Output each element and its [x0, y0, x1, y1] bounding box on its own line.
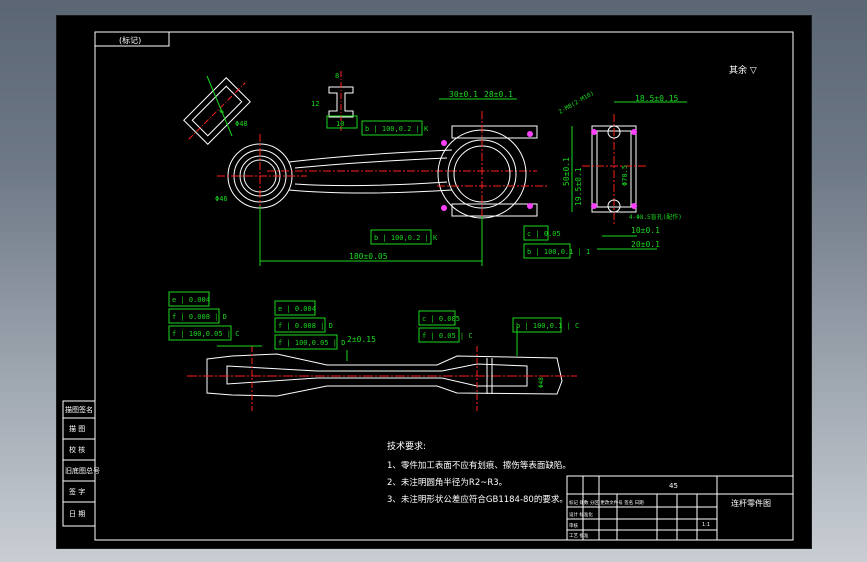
tech-title: 技术要求: — [387, 440, 426, 452]
fcf-mr-0: c | 0.005 — [422, 315, 460, 323]
title-row-0: 标记 处数 分区 更改文件号 签名 日期 — [569, 499, 644, 506]
fcf-mid-1: f | 0.008 | D — [278, 322, 333, 330]
drawing-sheet: (标记) 其余 ▽ Φ 10 8 12 — [56, 15, 812, 549]
rod-section-view: Φ — [183, 75, 251, 145]
lower-fcf-left: e | 0.004 f | 0.008 | D f | 100,0.05 | C — [168, 291, 239, 341]
dim-phi48b: Φ48 — [538, 377, 545, 388]
fcf-left-2: f | 100,0.05 | C — [172, 330, 239, 338]
side-label-column: 描图签名 描 图 校 核 旧底图总号 签 字 日 期 — [62, 400, 100, 527]
svg-text:12: 12 — [311, 100, 319, 108]
dim-10: 10±0.1 — [631, 226, 660, 235]
drawing-border — [94, 31, 794, 541]
title-block: 45 连杆零件图 标记 处数 分区 更改文件号 签名 日期 设计 标准化 审核 … — [566, 475, 794, 541]
title-row-1: 设计 标准化 — [569, 511, 593, 518]
dim-28: 28±0.1 — [484, 90, 513, 99]
lower-fcf-midright: c | 0.005 f | 0.05 | C b | 100,0.1 | C — [418, 310, 579, 343]
fcf-right2: b | 100,0.1 | 1 — [527, 248, 590, 256]
dim-50: 50±0.1 — [562, 157, 571, 186]
tech-item-3: 3、未注明形状公差应符合GB1184-80的要求。 — [387, 494, 568, 505]
fcf-right1: c | 0.05 — [527, 230, 561, 238]
dim-30: 30±0.1 — [449, 90, 478, 99]
fcf-mid-2: f | 100,0.05 | D — [278, 339, 345, 347]
lower-fcf-mid: e | 0.004 f | 0.008 | D f | 100,0.05 | D — [274, 300, 345, 350]
title-tag: (标记) — [119, 35, 141, 45]
fcf-left-1: f | 0.008 | D — [172, 313, 227, 321]
cad-drawing-canvas: (标记) 其余 ▽ Φ 10 8 12 — [57, 16, 811, 548]
center-distance-dim: 180±0.05 — [349, 252, 388, 261]
title-row-2: 审核 — [569, 522, 578, 529]
dim-phi46: Φ46 — [215, 195, 228, 203]
svg-text:10: 10 — [336, 120, 344, 128]
fcf-rr: b | 100,0.1 | C — [516, 322, 579, 330]
side-label-2: 校 核 — [69, 445, 85, 454]
tech-item-2: 2、未注明圆角半径为R2~R3。 — [387, 477, 507, 488]
side-label-1: 描 图 — [69, 424, 85, 433]
longitudinal-section: 2±0.15 Φ48 — [187, 326, 577, 411]
side-label-3: 旧底图总号 — [65, 466, 100, 475]
fcf-mid-0: e | 0.004 — [278, 305, 316, 313]
tech-item-1: 1、零件加工表面不应有划痕、擦伤等表面缺陷。 — [387, 460, 571, 471]
title-row-3: 工艺 批准 — [569, 532, 589, 539]
dim-20: 20±0.1 — [631, 240, 660, 249]
fcf-top1: b | 100,0.2 | K — [365, 125, 429, 133]
title-tag-box — [94, 31, 170, 47]
dim-phi70: Φ70.5 — [621, 165, 629, 186]
fcf-top2: b | 100,0.2 | K — [374, 234, 438, 242]
sheet-background — [57, 16, 811, 548]
connecting-rod-plan-view — [217, 111, 547, 241]
dim-19-5: 19.5±0.1 — [574, 167, 583, 206]
svg-text:Φ: Φ — [218, 109, 226, 115]
svg-text:8: 8 — [335, 72, 339, 80]
dim-holes: 4-Φ8.5盲孔(配作) — [629, 213, 682, 221]
tech-requirements: 技术要求: 1、零件加工表面不应有划痕、擦伤等表面缺陷。 2、未注明圆角半径为R… — [387, 440, 571, 505]
i-section-detail: 10 8 12 — [311, 71, 358, 131]
side-label-4: 签 字 — [69, 487, 85, 496]
title-material: 45 — [669, 482, 678, 490]
side-label-5: 日 期 — [69, 510, 85, 518]
title-scale: 1:1 — [702, 522, 710, 528]
dim-18-5: 18.5±0.15 — [635, 94, 679, 103]
dim-2: 2±0.15 — [347, 335, 376, 344]
dim-phi48a: Φ48 — [235, 120, 248, 128]
surface-finish-note: 其余 ▽ — [729, 64, 757, 76]
fcf-mr-1: f | 0.05 | C — [422, 332, 473, 340]
cap-side-view: 18.5±0.15 50±0.1 19.5±0.1 Φ70.5 10±0.1 2… — [558, 90, 687, 250]
side-label-0: 描图签名 — [65, 405, 93, 414]
plan-dimensions: 180±0.05 30±0.1 28±0.1 Φ48 Φ46 b | 100,0… — [215, 90, 590, 266]
title-part-name: 连杆零件图 — [731, 498, 771, 508]
fcf-left-0: e | 0.004 — [172, 296, 210, 304]
